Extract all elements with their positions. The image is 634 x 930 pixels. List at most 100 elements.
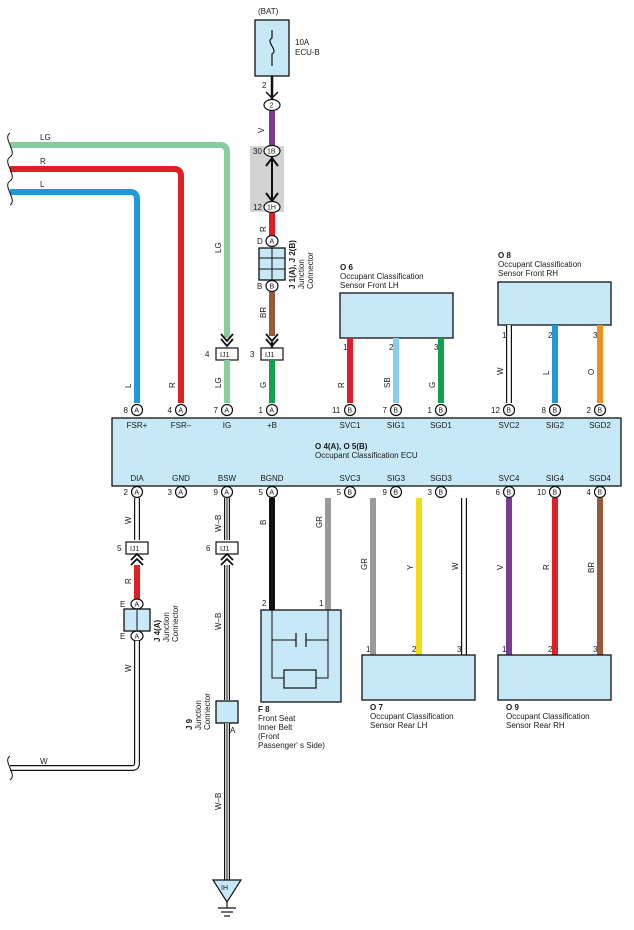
svg-text:R: R (542, 564, 551, 570)
svg-text:Passenger' s Side): Passenger' s Side) (258, 741, 325, 750)
svg-text:IJ1: IJ1 (220, 546, 229, 553)
svg-text:A: A (224, 408, 229, 415)
svg-text:1: 1 (502, 645, 507, 654)
svg-text:4: 4 (205, 350, 210, 359)
svg-text:A: A (269, 408, 274, 415)
svg-text:W–B: W–B (214, 613, 223, 630)
fuse-rating: 10A (295, 38, 310, 47)
ecu-terminal-top-3: A1+B (259, 403, 279, 430)
svg-text:W: W (124, 664, 133, 672)
svg-text:LG: LG (214, 242, 223, 253)
svg-text:GND: GND (172, 474, 190, 483)
svg-text:A: A (224, 490, 229, 497)
svg-text:2: 2 (548, 645, 553, 654)
svg-text:R: R (168, 382, 177, 388)
svg-text:3: 3 (428, 488, 433, 497)
svg-text:Y: Y (406, 564, 415, 570)
svg-text:3: 3 (250, 350, 255, 359)
svg-text:L: L (124, 383, 133, 388)
svg-text:2: 2 (124, 488, 129, 497)
svg-text:A: A (178, 408, 183, 415)
left-wire-label-lg: LG (40, 133, 51, 142)
svg-text:30: 30 (253, 147, 262, 156)
svg-text:4: 4 (168, 406, 173, 415)
svg-text:FSR+: FSR+ (127, 421, 148, 430)
wire-r-main (10, 166, 184, 403)
svg-text:E: E (120, 600, 125, 609)
fuse-pin: 2 (262, 81, 267, 90)
svg-text:1: 1 (502, 331, 507, 340)
svg-text:3: 3 (168, 488, 173, 497)
ecu-title: O 4(A), O 5(B) (315, 442, 368, 451)
svg-text:A: A (135, 634, 140, 641)
svg-text:12: 12 (253, 203, 262, 212)
svg-text:Sensor Front LH: Sensor Front LH (340, 281, 399, 290)
svg-text:G: G (259, 382, 268, 388)
svg-text:B: B (506, 408, 511, 415)
svg-text:2: 2 (270, 103, 274, 110)
ecu-box (111, 417, 622, 487)
fuse-box (254, 19, 290, 77)
svg-text:B: B (438, 490, 443, 497)
svg-text:7: 7 (214, 406, 219, 415)
svg-text:FSR–: FSR– (171, 421, 192, 430)
svg-text:BR: BR (259, 307, 268, 318)
svg-text:3: 3 (457, 645, 462, 654)
svg-text:SIG1: SIG1 (387, 421, 406, 430)
wire-lg-main (10, 142, 230, 338)
svg-text:SB: SB (383, 377, 392, 388)
svg-text:B: B (506, 490, 511, 497)
sensor-o6-box (339, 292, 454, 339)
o9-code: O 9 (506, 703, 519, 712)
svg-text:B: B (597, 408, 602, 415)
svg-text:B: B (270, 284, 275, 291)
svg-text:W: W (451, 562, 460, 570)
svg-text:B: B (347, 490, 352, 497)
svg-text:A: A (135, 602, 140, 609)
svg-text:2: 2 (262, 599, 267, 608)
svg-text:SVC2: SVC2 (499, 421, 520, 430)
svg-text:B: B (438, 408, 443, 415)
wire-dia-w-lower (10, 641, 140, 771)
svg-text:E: E (120, 632, 125, 641)
svg-text:Sensor Rear LH: Sensor Rear LH (370, 721, 428, 730)
svg-text:Occupant Classification: Occupant Classification (340, 272, 424, 281)
svg-text:IJ1: IJ1 (265, 352, 274, 359)
svg-text:BGND: BGND (260, 474, 283, 483)
ecu-bottom-terminals: A2DIAA3GNDA9BSWA5BGNDB5SVC3B9SIG3B3SGD3B… (124, 474, 611, 499)
svg-text:W–B: W–B (214, 515, 223, 532)
svg-text:B: B (552, 490, 557, 497)
sensor-o8-box (497, 281, 612, 326)
sensor-o9-box (497, 654, 612, 701)
svg-text:B: B (393, 408, 398, 415)
svg-text:BSW: BSW (218, 474, 237, 483)
svg-text:12: 12 (491, 406, 500, 415)
j9-code: J 9 (185, 718, 194, 730)
left-wire-label-r: R (40, 157, 46, 166)
svg-text:Connector: Connector (306, 252, 315, 289)
svg-text:Occupant Classification: Occupant Classification (506, 712, 590, 721)
svg-text:4: 4 (587, 488, 592, 497)
svg-text:2: 2 (389, 343, 394, 352)
ecu-terminal-bottom-6: B3 SGD3 (428, 474, 452, 499)
svg-text:10: 10 (537, 488, 546, 497)
junction-connector-j9 (215, 700, 239, 724)
svg-text:SGD3: SGD3 (430, 474, 452, 483)
svg-text:(Front: (Front (258, 732, 280, 741)
svg-text:1: 1 (343, 343, 348, 352)
svg-text:+B: +B (267, 421, 277, 430)
fuse-connector (263, 98, 281, 112)
svg-text:B: B (552, 408, 557, 415)
svg-text:B: B (257, 282, 262, 291)
svg-text:1B: 1B (267, 149, 276, 156)
svg-text:B: B (347, 408, 352, 415)
svg-text:LG: LG (214, 377, 223, 388)
svg-text:IJ1: IJ1 (220, 352, 229, 359)
svg-text:A: A (134, 408, 139, 415)
